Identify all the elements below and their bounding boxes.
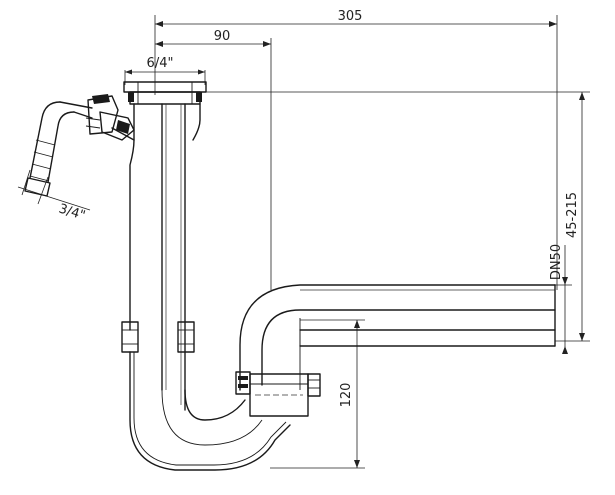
inlet-tube [161,103,195,411]
dimension-6-4: 6/4" [124,56,206,85]
dimension-120-label: 120 [339,383,354,408]
dimension-90-label: 90 [214,29,231,44]
top-inlet-flange [123,81,207,105]
dimension-305: 305 [154,9,558,290]
dimension-45-215-label: 45-215 [565,192,580,238]
dimension-6-4-label: 6/4" [147,56,174,71]
dimension-120: 120 [270,319,365,469]
trap-body [111,103,291,471]
dimension-3-4-label: 3/4" [57,201,87,223]
side-hose-connector [24,94,135,197]
dimension-dn50: DN50 [549,244,572,354]
dimension-90: 90 [155,29,272,290]
dimension-305-label: 305 [338,9,363,24]
outlet-pipe [235,284,556,417]
dimension-dn50-label: DN50 [549,244,564,280]
dimension-45-215: 45-215 [205,91,590,342]
